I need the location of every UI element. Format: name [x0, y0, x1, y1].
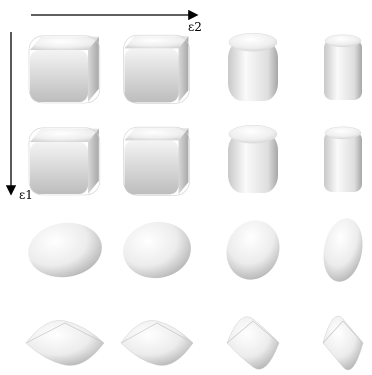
rounded-box-shape	[123, 34, 190, 104]
shape-grid	[25, 32, 364, 371]
ellipsoid-shape	[323, 218, 363, 282]
rounded-box-shape	[28, 127, 101, 196]
rounded-box-shape	[28, 35, 101, 104]
ellipsoid-shape	[226, 220, 280, 280]
octahedral-shape	[226, 316, 280, 370]
rounded-cylinder-shape	[324, 34, 362, 100]
rounded-cylinder-shape	[228, 32, 278, 101]
ellipsoid-shape	[123, 221, 191, 279]
rounded-box-shape	[123, 126, 190, 196]
ellipsoid-shape	[28, 222, 102, 278]
octahedral-shape	[120, 320, 194, 366]
vertical-axis-label: ε1	[19, 188, 33, 202]
rounded-cylinder-shape	[324, 126, 362, 192]
rounded-cylinder-shape	[228, 124, 278, 193]
octahedral-shape	[322, 315, 364, 371]
horizontal-axis-label: ε2	[188, 20, 202, 34]
octahedral-shape	[25, 320, 105, 366]
